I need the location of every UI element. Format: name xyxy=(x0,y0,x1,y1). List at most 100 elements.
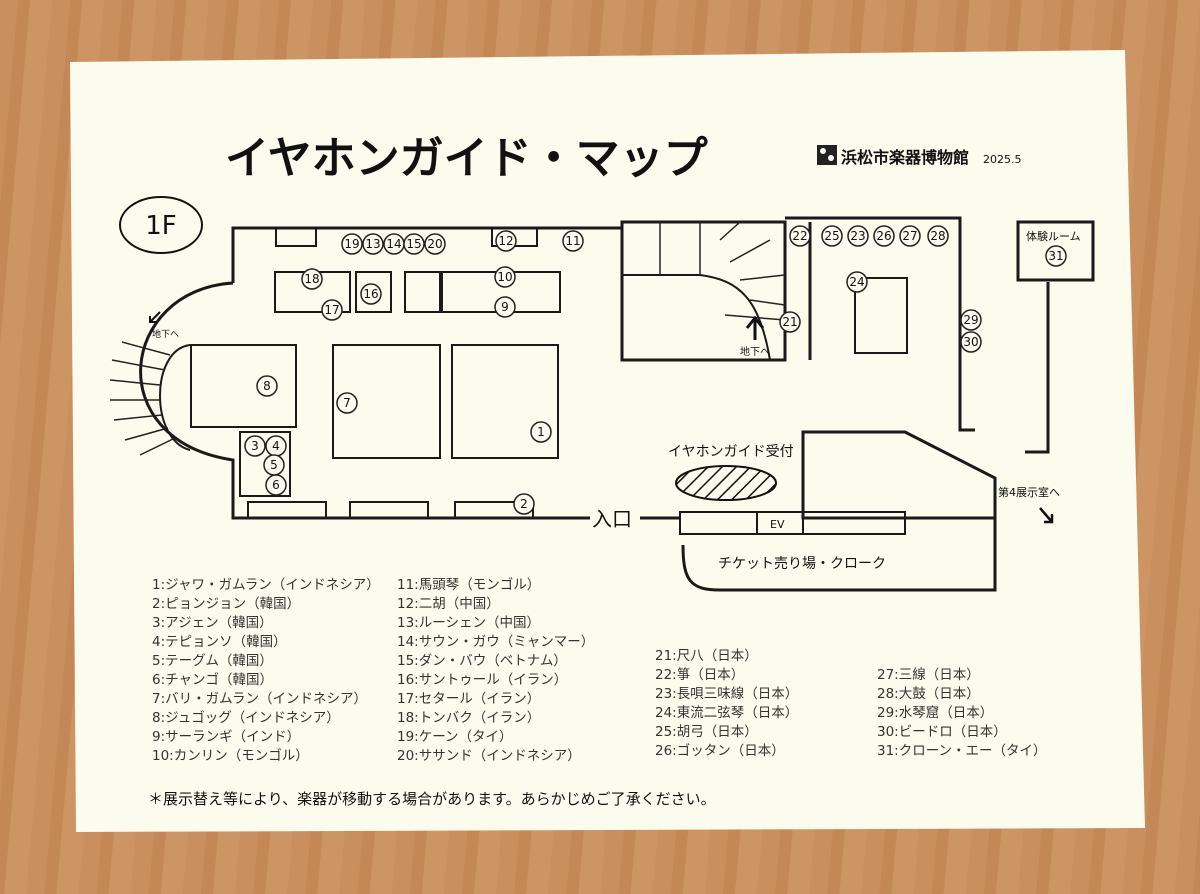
legend-item: 9:サーランギ（インド） xyxy=(152,729,300,745)
marker-circle xyxy=(1045,245,1067,267)
marker-circle xyxy=(494,266,516,288)
marker-circle xyxy=(424,233,446,255)
marker-20: 20 xyxy=(424,233,446,255)
floor-badge xyxy=(119,196,203,254)
marker-circle xyxy=(494,296,516,318)
experience-room-label: 体験ルーム xyxy=(1026,229,1081,243)
legend-item: 22:箏（日本） xyxy=(655,666,744,683)
legend-item: 7:バリ・ガムラン（インドネシア） xyxy=(152,691,367,707)
marker-11: 11 xyxy=(562,230,584,252)
marker-circle xyxy=(265,474,287,496)
legend-item: 5:テーグム（韓国） xyxy=(152,653,273,669)
marker-number: 21 xyxy=(782,315,797,329)
marker-number: 16 xyxy=(363,287,378,301)
legend-item: 31:クローン・エー（タイ） xyxy=(877,743,1047,759)
marker-29: 29 xyxy=(960,309,982,331)
marker-number: 27 xyxy=(902,229,917,243)
marker-circle xyxy=(336,392,358,414)
marker-1: 1 xyxy=(530,421,552,443)
marker-number: 28 xyxy=(930,229,945,243)
legend-item: 8:ジュゴッグ（インドネシア） xyxy=(152,709,340,726)
marker-number: 24 xyxy=(849,275,864,289)
marker-number: 20 xyxy=(427,237,442,251)
legend-item: 6:チャンゴ（韓国） xyxy=(152,671,273,688)
entrance-label: 入口 xyxy=(592,507,632,531)
legend-item: 2:ピョンジョン（韓国） xyxy=(152,596,300,612)
map-title: イヤホンガイド・マップ xyxy=(225,133,708,184)
marker-circle xyxy=(846,271,868,293)
marker-circle xyxy=(530,421,552,443)
map-date: 2025.5 xyxy=(983,153,1022,166)
marker-number: 4 xyxy=(272,439,280,453)
marker-number: 30 xyxy=(963,335,978,349)
legend-item: 30:ビードロ（日本） xyxy=(877,724,1007,740)
marker-28: 28 xyxy=(927,225,949,247)
marker-circle xyxy=(789,225,811,247)
legend-item: 10:カンリン（モンゴル） xyxy=(152,747,309,764)
marker-14: 14 xyxy=(383,233,405,255)
marker-circle xyxy=(821,225,843,247)
footnote: ＊展示替え等により、楽器が移動する場合があります。あらかじめご了承ください。 xyxy=(148,790,716,808)
marker-18: 18 xyxy=(301,268,323,290)
marker-circle xyxy=(779,311,801,333)
legend-item: 17:セタール（イラン） xyxy=(397,691,540,707)
marker-19: 19 xyxy=(341,233,363,255)
marker-30: 30 xyxy=(960,331,982,353)
marker-number: 6 xyxy=(272,478,280,492)
museum-name: 浜松市楽器博物館 xyxy=(841,148,969,167)
marker-number: 17 xyxy=(324,303,339,317)
marker-number: 2 xyxy=(520,497,528,511)
marker-13: 13 xyxy=(362,233,384,255)
legend-item: 3:アジェン（韓国） xyxy=(152,615,273,631)
museum-logo xyxy=(817,145,837,165)
marker-number: 22 xyxy=(792,229,807,243)
marker-number: 26 xyxy=(876,229,891,243)
marker-number: 9 xyxy=(501,300,509,314)
marker-3: 3 xyxy=(244,435,266,457)
marker-circle xyxy=(256,375,278,397)
marker-8: 8 xyxy=(256,375,278,397)
marker-26: 26 xyxy=(873,225,895,247)
marker-31: 31 xyxy=(1045,245,1067,267)
legend-item: 16:サントゥール（イラン） xyxy=(397,672,567,688)
marker-24: 24 xyxy=(846,271,868,293)
marker-number: 25 xyxy=(824,229,839,243)
downstairs-right-label: 地下へ xyxy=(740,345,770,358)
marker-number: 15 xyxy=(406,237,421,251)
marker-circle xyxy=(873,225,895,247)
marker-number: 14 xyxy=(386,237,401,251)
legend-item: 28:大鼓（日本） xyxy=(877,686,980,702)
legend-item: 11:馬頭琴（モンゴル） xyxy=(397,576,540,593)
marker-circle xyxy=(960,309,982,331)
marker-16: 16 xyxy=(360,283,382,305)
legend: 1:ジャワ・ガムラン（インドネシア）2:ピョンジョン（韓国）3:アジェン（韓国）… xyxy=(152,576,1047,764)
marker-number: 11 xyxy=(565,234,580,248)
marker-circle xyxy=(301,268,323,290)
marker-circle xyxy=(899,225,921,247)
legend-item: 19:ケーン（タイ） xyxy=(397,729,513,745)
legend-item: 27:三線（日本） xyxy=(877,667,980,683)
marker-circle xyxy=(513,493,535,515)
downstairs-left-label: 地下へ xyxy=(152,328,179,340)
legend-item: 23:長唄三味線（日本） xyxy=(655,686,798,702)
marker-circle xyxy=(847,225,869,247)
marker-circle xyxy=(960,331,982,353)
marker-circle xyxy=(341,233,363,255)
marker-number: 5 xyxy=(270,458,278,472)
marker-number: 10 xyxy=(497,270,512,284)
marker-circle xyxy=(321,299,343,321)
marker-10: 10 xyxy=(494,266,516,288)
marker-number: 31 xyxy=(1048,249,1063,263)
marker-circle xyxy=(244,435,266,457)
marker-15: 15 xyxy=(403,233,425,255)
marker-circle xyxy=(362,233,384,255)
marker-number: 12 xyxy=(498,234,513,248)
legend-item: 13:ルーシェン（中国） xyxy=(397,615,540,631)
legend-item: 25:胡弓（日本） xyxy=(655,724,758,740)
legend-item: 12:二胡（中国） xyxy=(397,596,500,612)
marker-circle xyxy=(495,230,517,252)
elevator-label: EV xyxy=(770,518,785,531)
marker-12: 12 xyxy=(495,230,517,252)
